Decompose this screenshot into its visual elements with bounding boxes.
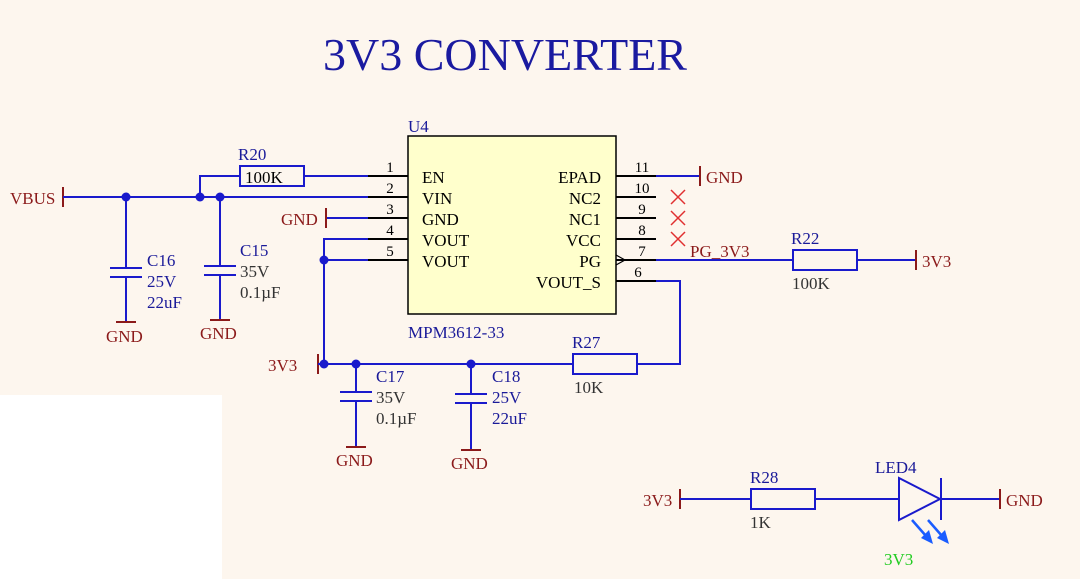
pin-name: GND: [422, 210, 459, 229]
pin-number: 7: [638, 244, 646, 260]
r28-ref: R28: [750, 468, 778, 487]
gnd-label-c18: GND: [451, 454, 488, 473]
gnd-label-c15: GND: [200, 324, 237, 343]
no-connect-pin-8: [670, 231, 686, 247]
gnd-label-epad: GND: [706, 168, 743, 187]
no-connect-pin-9: [670, 210, 686, 226]
gnd-label-c16: GND: [106, 327, 143, 346]
gnd-label-pin3: GND: [281, 210, 318, 229]
led-emission-arrow-icon: [911, 519, 949, 544]
c15-value: 0.1µF: [240, 283, 281, 302]
c17-voltage: 35V: [376, 388, 406, 407]
c18-ref: C18: [492, 367, 520, 386]
pin-name: VOUT: [422, 231, 470, 250]
r20-value: 100K: [245, 168, 284, 187]
pin-number: 8: [638, 223, 646, 239]
r22-value: 100K: [792, 274, 831, 293]
gnd-label-c17: GND: [336, 451, 373, 470]
pin-name: VOUT_S: [536, 273, 601, 292]
ic-body: [407, 135, 617, 315]
c18-value: 22uF: [492, 409, 527, 428]
pin-number: 1: [386, 160, 394, 176]
pin-number: 6: [634, 265, 642, 281]
c16-ref: C16: [147, 251, 175, 270]
pin-name: PG: [579, 252, 601, 271]
power-label-3v3-out: 3V3: [268, 356, 297, 375]
c16-voltage: 25V: [147, 272, 177, 291]
r22-ref: R22: [791, 229, 819, 248]
pin-number: 3: [386, 202, 394, 218]
pin-name: EPAD: [558, 168, 601, 187]
pin-number: 5: [386, 244, 394, 260]
pin-name: NC2: [569, 189, 601, 208]
vbus-label: VBUS: [10, 189, 55, 208]
c18-voltage: 25V: [492, 388, 522, 407]
pin-name: VOUT: [422, 252, 470, 271]
junction-dot: [319, 255, 329, 265]
c15-ref: C15: [240, 241, 268, 260]
schematic-title: 3V3 CONVERTER: [323, 29, 687, 80]
pin-name: VIN: [422, 189, 452, 208]
led-diode-body: [898, 476, 943, 522]
pin-number: 10: [635, 181, 650, 197]
c15-voltage: 35V: [240, 262, 270, 281]
blank-corner: [0, 395, 222, 579]
pin-name: VCC: [566, 231, 601, 250]
ic-designator: U4: [408, 117, 429, 136]
r27-value: 10K: [574, 378, 604, 397]
ic-part-number: MPM3612-33: [408, 323, 504, 342]
led-ref: LED4: [875, 458, 917, 477]
gnd-label-led: GND: [1006, 491, 1043, 510]
pg-net-label: PG_3V3: [690, 242, 750, 261]
no-connect-pin-10: [670, 189, 686, 205]
r27-ref: R27: [572, 333, 601, 352]
pin-number: 2: [386, 181, 394, 197]
r20-ref: R20: [238, 145, 266, 164]
r28-value: 1K: [750, 513, 772, 532]
pin-number: 11: [635, 160, 649, 176]
wire-vout-s: [637, 280, 681, 365]
c17-ref: C17: [376, 367, 405, 386]
junction-dot: [195, 192, 205, 202]
pin-name: NC1: [569, 210, 601, 229]
pin-number: 9: [638, 202, 646, 218]
pg-output-marker: [615, 254, 627, 266]
c16-value: 22uF: [147, 293, 182, 312]
led-net-label: 3V3: [884, 550, 913, 569]
power-label-3v3-led: 3V3: [643, 491, 672, 510]
pin-name: EN: [422, 168, 445, 187]
wire-r20-in: [199, 175, 240, 197]
c17-value: 0.1µF: [376, 409, 417, 428]
power-label-3v3-pg: 3V3: [922, 252, 951, 271]
pin-number: 4: [386, 223, 394, 239]
wire-vout-pin4: [323, 238, 368, 364]
